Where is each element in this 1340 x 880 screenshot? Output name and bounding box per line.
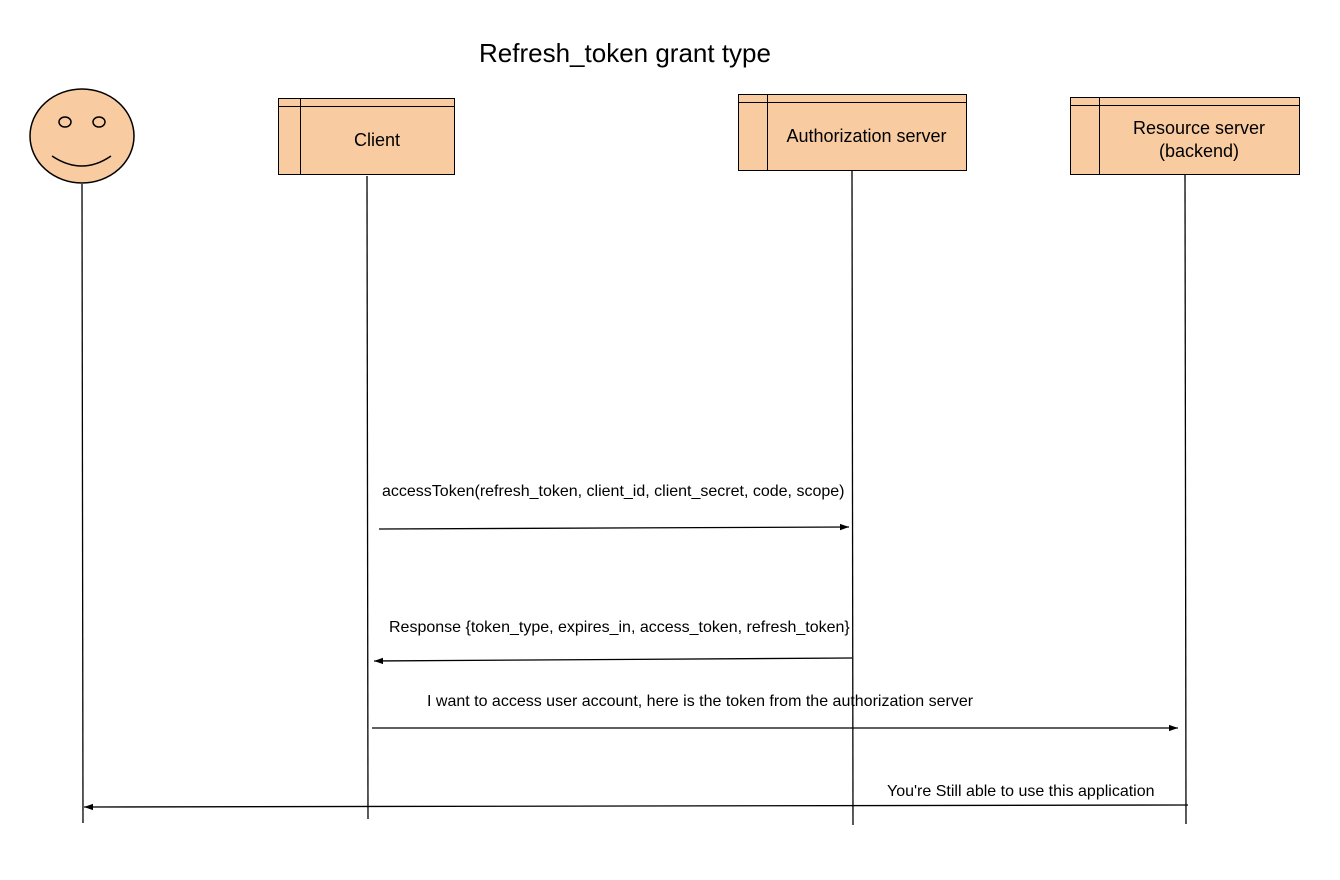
participant-header-line bbox=[739, 102, 966, 103]
participant-authorization-server-label: Authorization server bbox=[786, 125, 947, 146]
diagram-title: Refresh_token grant type bbox=[479, 38, 771, 68]
user-actor-icon bbox=[29, 88, 135, 184]
message-arrow-still-able-to-use bbox=[83, 803, 1189, 811]
participant-resource-server-label: Resource server (backend) bbox=[1132, 117, 1266, 161]
message-arrow-access-token-request bbox=[378, 523, 850, 531]
message-label-still-able-to-use: You're Still able to use this applicatio… bbox=[887, 783, 1155, 800]
message-label-resource-request: I want to access user account, here is t… bbox=[427, 693, 974, 710]
message-label-token-response: Response {token_type, expires_in, access… bbox=[389, 619, 850, 636]
participant-header-line bbox=[1071, 105, 1299, 106]
participant-header-line bbox=[279, 106, 454, 107]
participant-client: Client bbox=[278, 98, 455, 175]
participant-authorization-server: Authorization server bbox=[738, 94, 967, 171]
participant-side-line bbox=[767, 95, 768, 170]
participant-resource-server: Resource server (backend) bbox=[1070, 97, 1300, 175]
message-label-access-token-request: accessToken(refresh_token, client_id, cl… bbox=[382, 483, 845, 500]
actor-left-eye bbox=[58, 116, 72, 128]
lifeline-user bbox=[81, 183, 84, 824]
message-arrow-token-response bbox=[373, 657, 853, 665]
lifeline-resource-server bbox=[1184, 174, 1187, 825]
lifeline-authorization-server bbox=[851, 170, 854, 826]
actor-face bbox=[29, 88, 135, 184]
actor-smile bbox=[51, 155, 112, 167]
lifeline-client bbox=[366, 175, 369, 820]
actor-right-eye bbox=[92, 116, 106, 128]
participant-side-line bbox=[1099, 98, 1100, 174]
participant-side-line bbox=[300, 99, 301, 174]
participant-client-label: Client bbox=[353, 129, 401, 150]
